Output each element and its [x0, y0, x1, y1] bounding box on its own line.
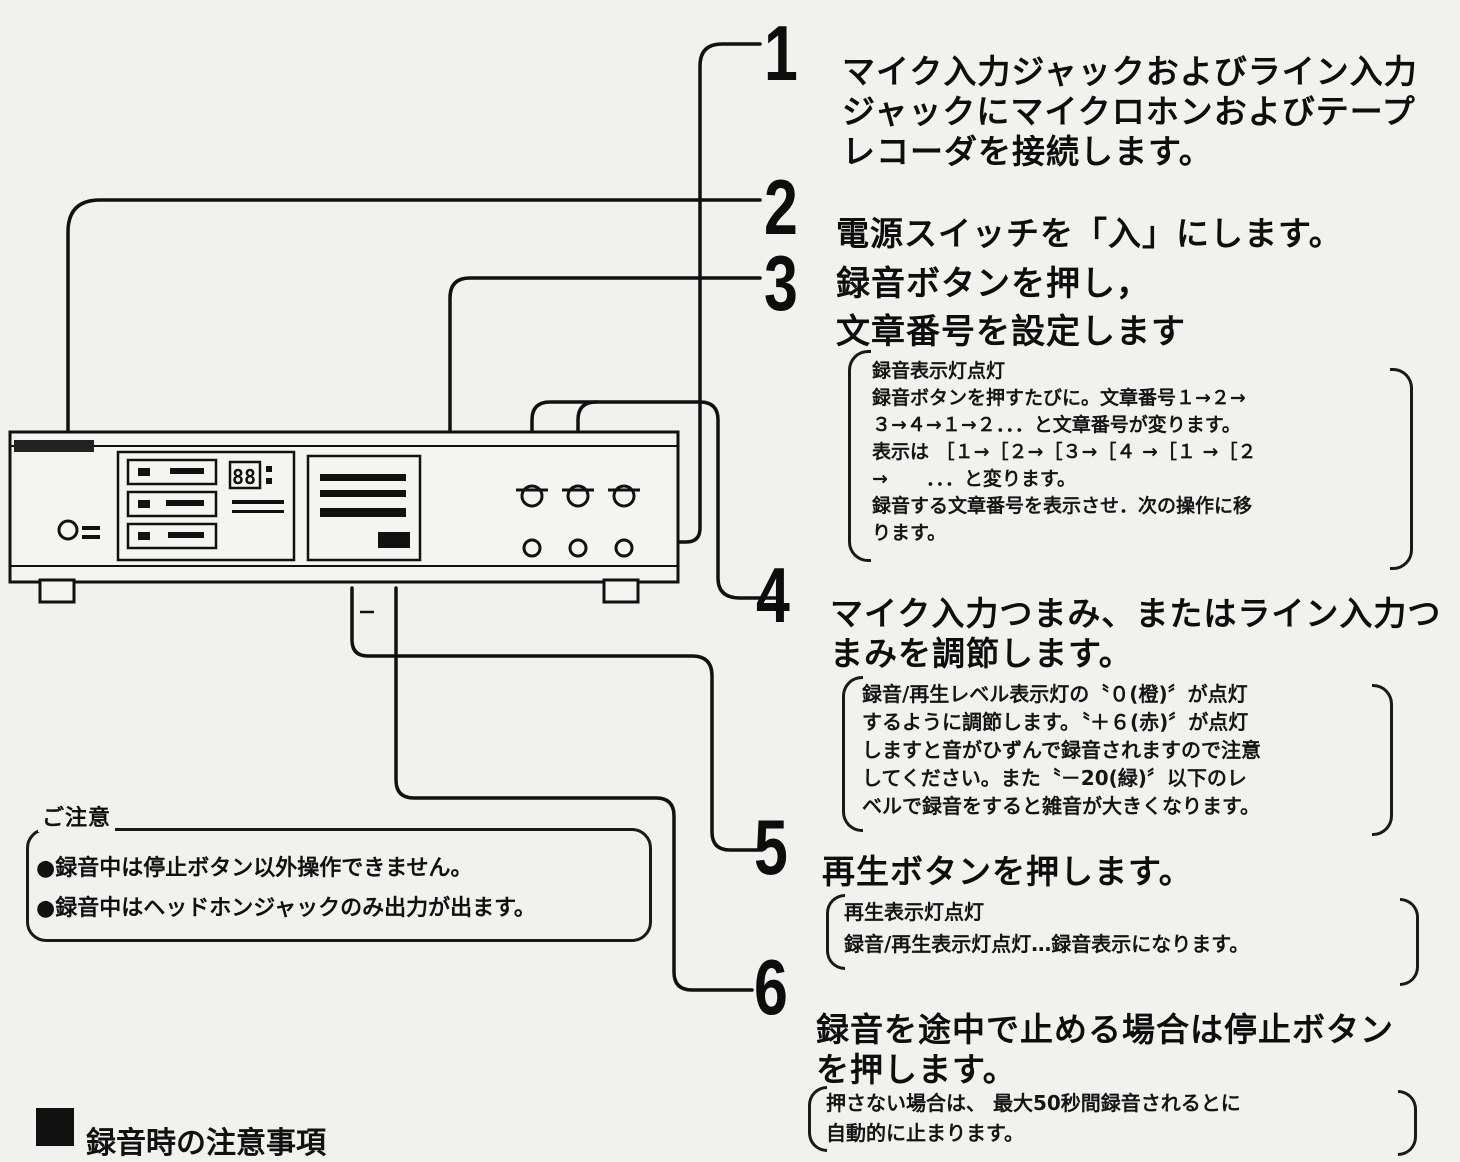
step-4-note-line: するように調節します。〝＋６(赤)〞が点灯: [862, 710, 1249, 734]
step-3-note-line: ３→４→１→２．．．と文章番号が変ります。: [872, 414, 1241, 436]
step-1-line: マイク入力ジャックおよびライン入力: [842, 52, 1418, 91]
step-4-note-line: してください。また〝－20(緑)〞以下のレ: [862, 766, 1247, 790]
step-6-note: 押さない場合は、 最大50秒間録音されるとに 自動的に止まります。: [826, 1088, 1241, 1148]
step-number-3: 3: [764, 239, 798, 327]
step-5-note-line: 再生表示灯点灯: [844, 900, 984, 924]
step-5-line: 再生ボタンを押します。: [822, 852, 1193, 891]
step-4-note: 録音/再生レベル表示灯の〝０(橙)〞が点灯 するように調節します。〝＋６(赤)〞…: [862, 680, 1261, 820]
step-2-line: 電源スイッチを「入」にします。: [836, 214, 1343, 253]
step-5-note-line: 録音/再生表示灯点灯…録音表示になります。: [844, 932, 1250, 956]
step-6-note-line: 押さない場合は、 最大50秒間録音されるとに: [826, 1091, 1241, 1115]
step-6-note-line: 自動的に止まります。: [826, 1121, 1024, 1145]
step-1-line: ジャックにマイクロホンおよびテープ: [842, 92, 1416, 131]
cassette-deck-unit: 88: [8, 430, 680, 614]
step-3-text: 録音ボタンを押し， 文章番号を設定します: [836, 260, 1186, 356]
caution-item: ●録音中は停止ボタン以外操作できません。: [36, 856, 473, 881]
step-1-text: マイク入力ジャックおよびライン入力 ジャックにマイクロホンおよびテープ レコーダ…: [842, 52, 1418, 172]
step-6-line: 録音を途中で止める場合は停止ボタン: [816, 1010, 1394, 1049]
caution-title: ご注意: [38, 800, 116, 832]
step-3-note-line: 録音する文章番号を表示させ．次の操作に移: [872, 495, 1253, 517]
caution-box: [26, 828, 652, 942]
step-number-6: 6: [754, 943, 788, 1031]
step-3-note-line: 録音ボタンを押すたびに。文章番号１→２→: [872, 387, 1246, 409]
note-bracket-left: [808, 1086, 827, 1152]
note-bracket-right: [1400, 898, 1419, 986]
step-3-line: 文章番号を設定します: [836, 312, 1186, 352]
note-bracket-right: [1372, 684, 1393, 836]
step-4-note-line: 録音/再生レベル表示灯の〝０(橙)〞が点灯: [862, 682, 1248, 706]
svg-text:88: 88: [232, 465, 256, 489]
note-bracket-left: [826, 894, 845, 970]
step-number-5: 5: [754, 803, 788, 891]
note-bracket-left: [848, 350, 871, 562]
section-mark-icon: [36, 1108, 74, 1146]
step-3-note: 録音表示灯点灯 録音ボタンを押すたびに。文章番号１→２→ ３→４→１→２．．．と…: [872, 358, 1256, 547]
leader-line-2: [66, 198, 762, 522]
step-5-note: 再生表示灯点灯 録音/再生表示灯点灯…録音表示になります。: [844, 896, 1249, 960]
step-number-1: 1: [764, 9, 798, 97]
section-title: 録音時の注意事項: [86, 1126, 326, 1161]
step-number-2: 2: [764, 163, 798, 251]
step-5-text: 再生ボタンを押します。: [822, 852, 1193, 892]
step-4-note-line: ベルで録音をすると雑音が大きくなります。: [862, 794, 1260, 818]
step-4-text: マイク入力つまみ、またはライン入力つ まみを調節します。: [830, 594, 1441, 674]
step-6-text: 録音を途中で止める場合は停止ボタン を押します。: [816, 1010, 1394, 1090]
leader-line-4: [530, 400, 780, 600]
note-bracket-right: [1398, 1090, 1417, 1156]
step-3-note-line: 録音表示灯点灯: [872, 360, 1006, 382]
step-2-text: 電源スイッチを「入」にします。: [836, 214, 1343, 254]
step-1-line: レコーダを接続します。: [842, 132, 1213, 171]
step-number-4: 4: [756, 551, 790, 639]
step-3-line: 録音ボタンを押し，: [836, 264, 1151, 304]
step-4-line: マイク入力つまみ、またはライン入力つ: [830, 594, 1442, 633]
note-bracket-left: [842, 676, 863, 832]
step-3-note-line: → ．．．と変ります。: [872, 468, 1077, 490]
step-3-note-line: ります。: [872, 522, 947, 544]
step-4-note-line: しますと音がひずんで録音されますので注意: [862, 738, 1261, 762]
caution-item: ●録音中はヘッドホンジャックのみ出力が出ます。: [36, 896, 536, 921]
leader-line-5: [350, 586, 764, 852]
step-6-line: を押します。: [816, 1050, 1017, 1089]
note-bracket-right: [1390, 368, 1413, 570]
step-3-note-line: 表示は ［１→［２→［３→［４ →［１ →［２: [872, 441, 1257, 463]
step-4-line: まみを調節します。: [830, 634, 1133, 673]
leader-line-6: [394, 586, 754, 992]
